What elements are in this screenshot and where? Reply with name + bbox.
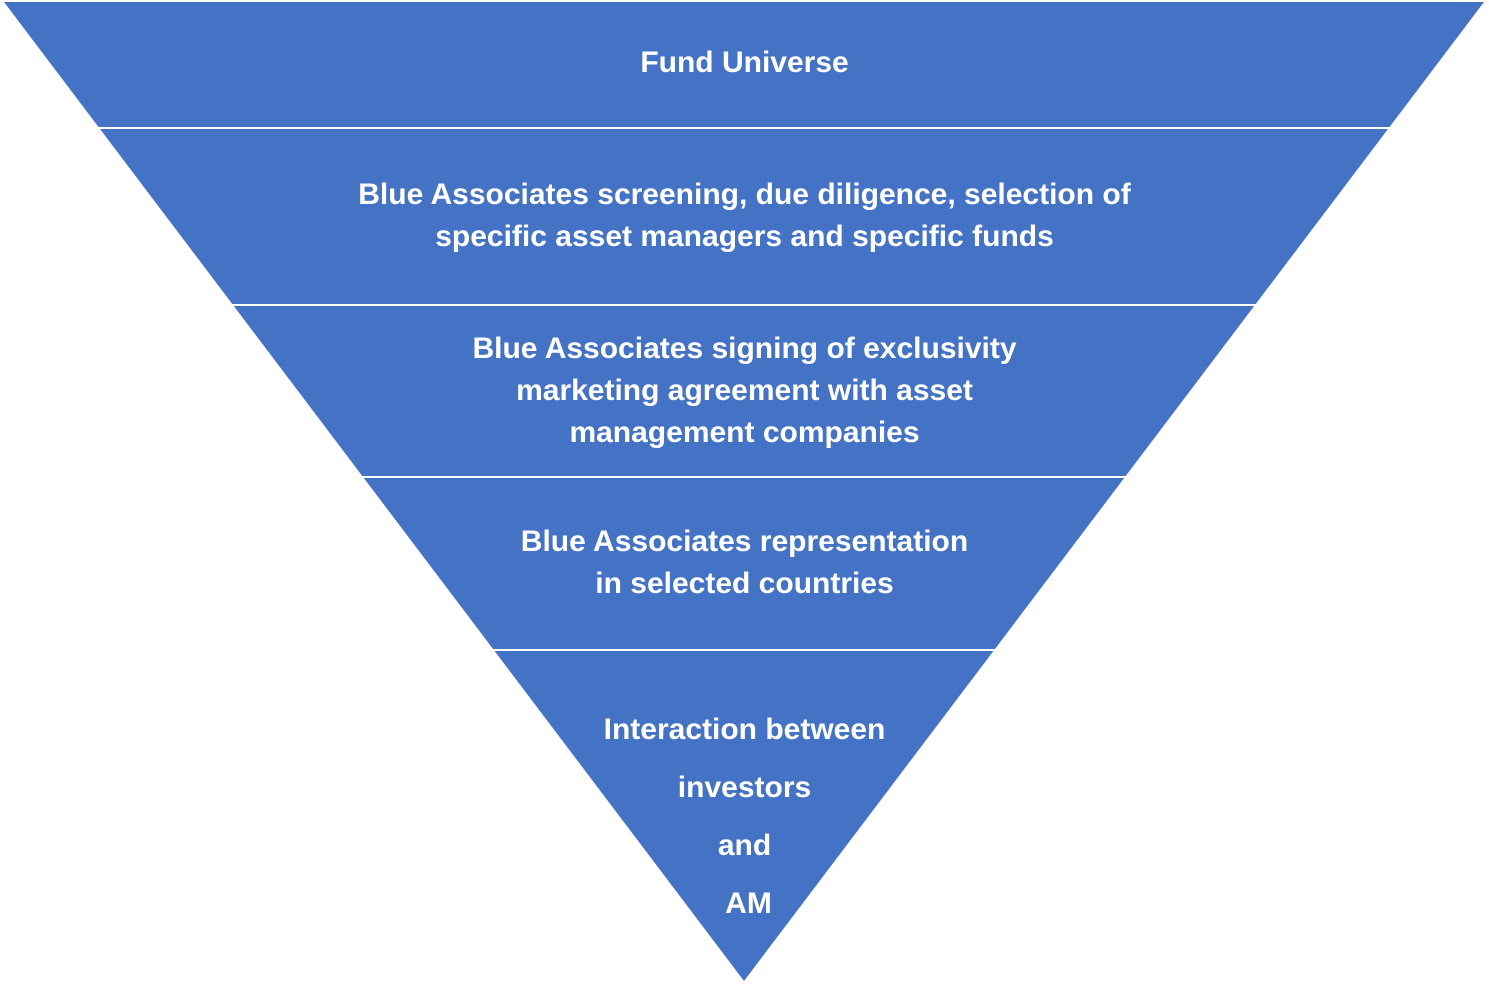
layer-2-line-2: specific asset managers and specific fun… [435, 220, 1054, 253]
layer-5-label: Interaction between investors and AM [0, 701, 1489, 933]
layer-3-line-3: management companies [569, 416, 920, 449]
layer-1-line-1: Fund Universe [640, 46, 849, 79]
layer-3-line-2: marketing agreement with asset [516, 374, 973, 407]
funnel-shape [4, 2, 1484, 981]
layer-5-line-1: Interaction between [603, 713, 886, 746]
layer-4-label: Blue Associates representation in select… [0, 521, 1489, 605]
layer-4-line-2: in selected countries [595, 567, 894, 600]
layer-5-line-2: investors [677, 771, 812, 804]
layer-5-line-4: AM [725, 887, 772, 920]
layer-2-line-1: Blue Associates screening, due diligence… [358, 178, 1131, 211]
layer-4-line-1: Blue Associates representation [520, 525, 969, 558]
layer-3-label: Blue Associates signing of exclusivity m… [0, 328, 1489, 454]
layer-5-line-3: and [717, 829, 772, 862]
layer-1-label: Fund Universe [0, 42, 1489, 84]
layer-3-line-1: Blue Associates signing of exclusivity [472, 332, 1017, 365]
layer-2-label: Blue Associates screening, due diligence… [0, 174, 1489, 258]
